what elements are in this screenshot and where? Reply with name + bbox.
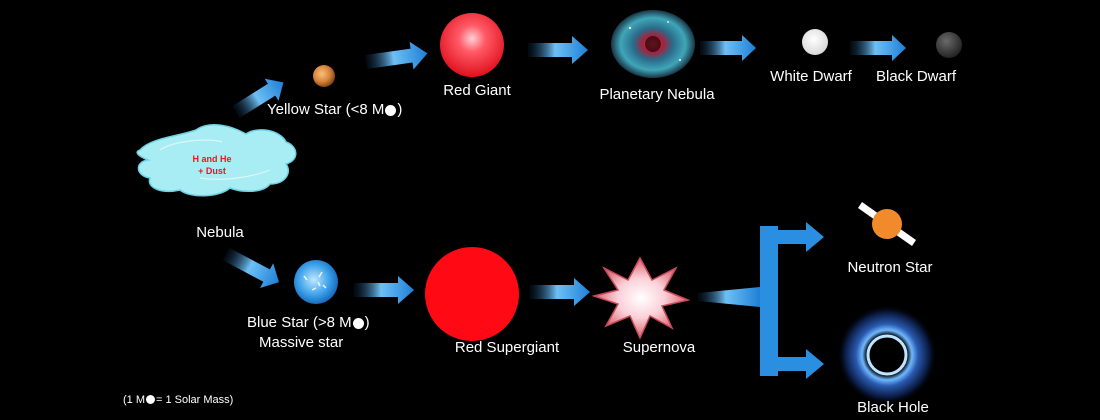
arrow-nebula-to-yellow-star [232,78,284,118]
white-dwarf-icon [802,29,828,55]
arrow-white-dwarf-to-black-dwarf [850,35,906,61]
red-giant-icon [440,13,504,77]
nebula-label: Nebula [196,224,244,241]
white-dwarf-label: White Dwarf [770,68,852,85]
yellow-star-label-prefix: Yellow Star (<8 M [267,101,385,118]
nebula-contents-line1: H and He [192,154,231,164]
red-supergiant-icon [425,247,519,341]
arrow-yellow-star-to-red-giant [365,41,428,70]
arrow-red-giant-to-planetary-nebula [528,36,588,64]
black-hole-icon [837,305,937,405]
nebula-cloud: H and He + Dust [136,124,297,197]
blue-star-label-prefix: Blue Star (>8 M [247,314,352,331]
footnote-suffix: = 1 Solar Mass) [156,394,234,406]
blue-star-label-suffix: ) [364,314,370,331]
solar-mass-footnote: (1 M = 1 Solar Mass) [123,391,233,409]
neutron-star-label: Neutron Star [847,259,933,276]
yellow-star-label: Yellow Star (<8 M) [267,101,402,119]
arrow-nebula-to-blue-star [222,247,279,288]
yellow-star-label-suffix: ) [397,101,403,118]
blue-star-icon [294,260,338,304]
supernova-label: Supernova [622,339,696,356]
footnote-prefix: (1 M [123,394,145,406]
planetary-nebula-label: Planetary Nebula [599,86,715,103]
arrow-blue-star-to-red-supergiant [354,276,414,304]
sun-symbol-icon [352,318,364,329]
branch-arrow [698,222,824,379]
nebula-contents-line2: + Dust [198,166,226,176]
massive-star-label: Massive star [259,334,344,351]
sun-symbol-icon [385,105,397,116]
supernova-icon [591,256,691,340]
arrow-planetary-nebula-to-white-dwarf [700,35,756,61]
blue-star-label: Blue Star (>8 M) [247,314,370,332]
black-dwarf-icon [936,32,962,58]
red-giant-label: Red Giant [443,82,511,99]
sun-symbol-icon [146,395,155,404]
black-dwarf-label: Black Dwarf [875,68,957,85]
black-hole-label: Black Hole [857,399,929,416]
red-supergiant-label: Red Supergiant [454,339,560,356]
yellow-star-icon [313,65,335,87]
neutron-star-icon [858,202,916,246]
planetary-nebula-icon [611,10,695,78]
arrow-red-supergiant-to-supernova [530,278,590,306]
